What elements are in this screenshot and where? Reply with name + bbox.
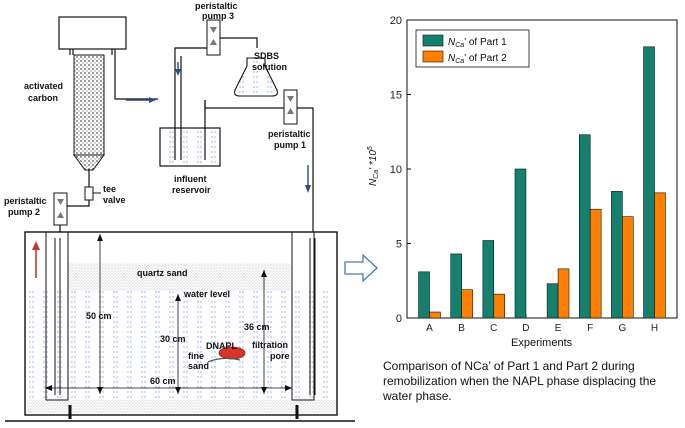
bar-part1-F [578,134,591,319]
label-filtration-line1: filtration [252,340,288,350]
ylabel-sup: 5 [367,146,374,150]
bar-part1-E [546,283,559,319]
legend-part1-main: N [448,37,456,48]
label-water-level: water level [183,289,230,299]
ylabel-rest: ' *10 [368,150,379,170]
tee-valve [84,186,94,201]
label-fine-line2: sand [188,361,209,371]
column-top-cap [58,16,127,50]
ylabel-sub: Ca [373,170,380,179]
label-quartz-sand: quartz sand [137,268,188,278]
label-dnapl: DNAPL [206,341,238,351]
quartz-sand-layer [68,263,292,291]
experimental-apparatus: peristaltic pump 3 SDBS solution activat… [4,1,355,422]
label-carbon-line1: activated [24,81,63,91]
legend-part2-main: N [448,53,456,64]
right-well [291,231,315,401]
legend-part2-sub: Ca [455,58,464,65]
bar-part2-E [557,268,570,319]
label-36cm: 36 cm [244,322,270,332]
bar-part1-B [450,253,462,319]
x-axis-label: Experiments [511,337,573,349]
y-tick-label: 20 [390,15,402,27]
label-60cm: 60 cm [150,376,176,386]
influent-reservoir [159,127,221,167]
label-50cm: 50 cm [86,311,112,321]
x-tick-label: G [618,323,626,334]
label-pump1-line2: pump 1 [274,140,306,150]
label-fine-line1: fine [188,351,204,361]
figure-caption: Comparison of NCa’ of Part 1 and Part 2 … [383,359,657,403]
label-sdbs-line1: SDBS [254,51,279,61]
label-pump1-line1: peristaltic [268,129,311,139]
left-well [45,231,69,401]
bar-part2-H [654,192,666,319]
label-pump2-line1: peristaltic [4,196,47,206]
bar-part2-A [429,311,441,319]
bar-part1-D [514,168,527,319]
y-tick-label: 10 [390,164,402,176]
x-tick-label: A [426,323,433,334]
bar-part2-B [461,289,473,319]
y-tick-label: 5 [396,239,402,251]
x-tick-label: F [587,323,593,334]
label-carbon-line2: carbon [28,93,58,103]
label-pump3-line1: peristaltic [195,1,238,11]
bar-part1-C [482,240,495,319]
x-tick-label: C [490,323,497,334]
y-tick-label: 0 [396,313,402,325]
bar-part2-C [493,293,506,319]
bar-part1-G [611,191,623,319]
bar-part1-A [418,271,430,319]
flow-arrow-down [175,69,181,76]
label-influent-line1: influent [174,174,207,184]
legend-swatch-part1 [422,34,444,47]
ylabel-main: N [368,178,379,186]
activated-carbon-column [73,54,105,156]
bar-part1-H [643,46,655,319]
legend: NCa' of Part 1 NCa' of Part 2 [415,29,530,68]
x-tick-label: D [522,323,529,334]
y-axis-label: NCa' *105 [367,146,380,186]
label-pump3-line2: pump 3 [202,11,234,21]
label-tee-line1: tee [103,184,116,194]
label-sdbs-line2: solution [252,62,287,72]
peristaltic-pump-2 [53,192,68,226]
connector-arrow [344,253,378,283]
y-axis-ticks: 0 5 10 15 20 [390,15,411,325]
peristaltic-pump-1 [283,89,298,125]
x-tick-label: B [458,323,465,334]
label-30cm: 30 cm [160,334,186,344]
legend-label-part2: NCa' of Part 2 [448,53,507,65]
legend-part1-rest: ' of Part 1 [464,37,507,48]
legend-swatch-part2 [422,50,444,63]
x-tick-label: E [555,323,562,334]
label-influent-line2: reservoir [172,185,211,195]
label-filtration-line2: pore [270,351,290,361]
label-pump2-line2: pump 2 [8,207,40,217]
bar-series [418,46,666,319]
y-tick-label: 15 [390,90,402,102]
x-tick-label: H [651,323,658,334]
bar-part2-F [589,208,602,319]
flow-arrow-down [305,185,311,193]
water-zone [26,291,336,400]
label-tee-line2: valve [103,195,126,205]
peristaltic-pump-3 [206,19,221,56]
legend-label-part1: NCa' of Part 1 [448,37,507,49]
legend-part2-rest: ' of Part 2 [464,53,507,64]
column-funnel [73,154,105,171]
bar-part2-G [622,216,634,319]
legend-part1-sub: Ca [455,42,464,49]
sdbs-flask [234,57,278,97]
